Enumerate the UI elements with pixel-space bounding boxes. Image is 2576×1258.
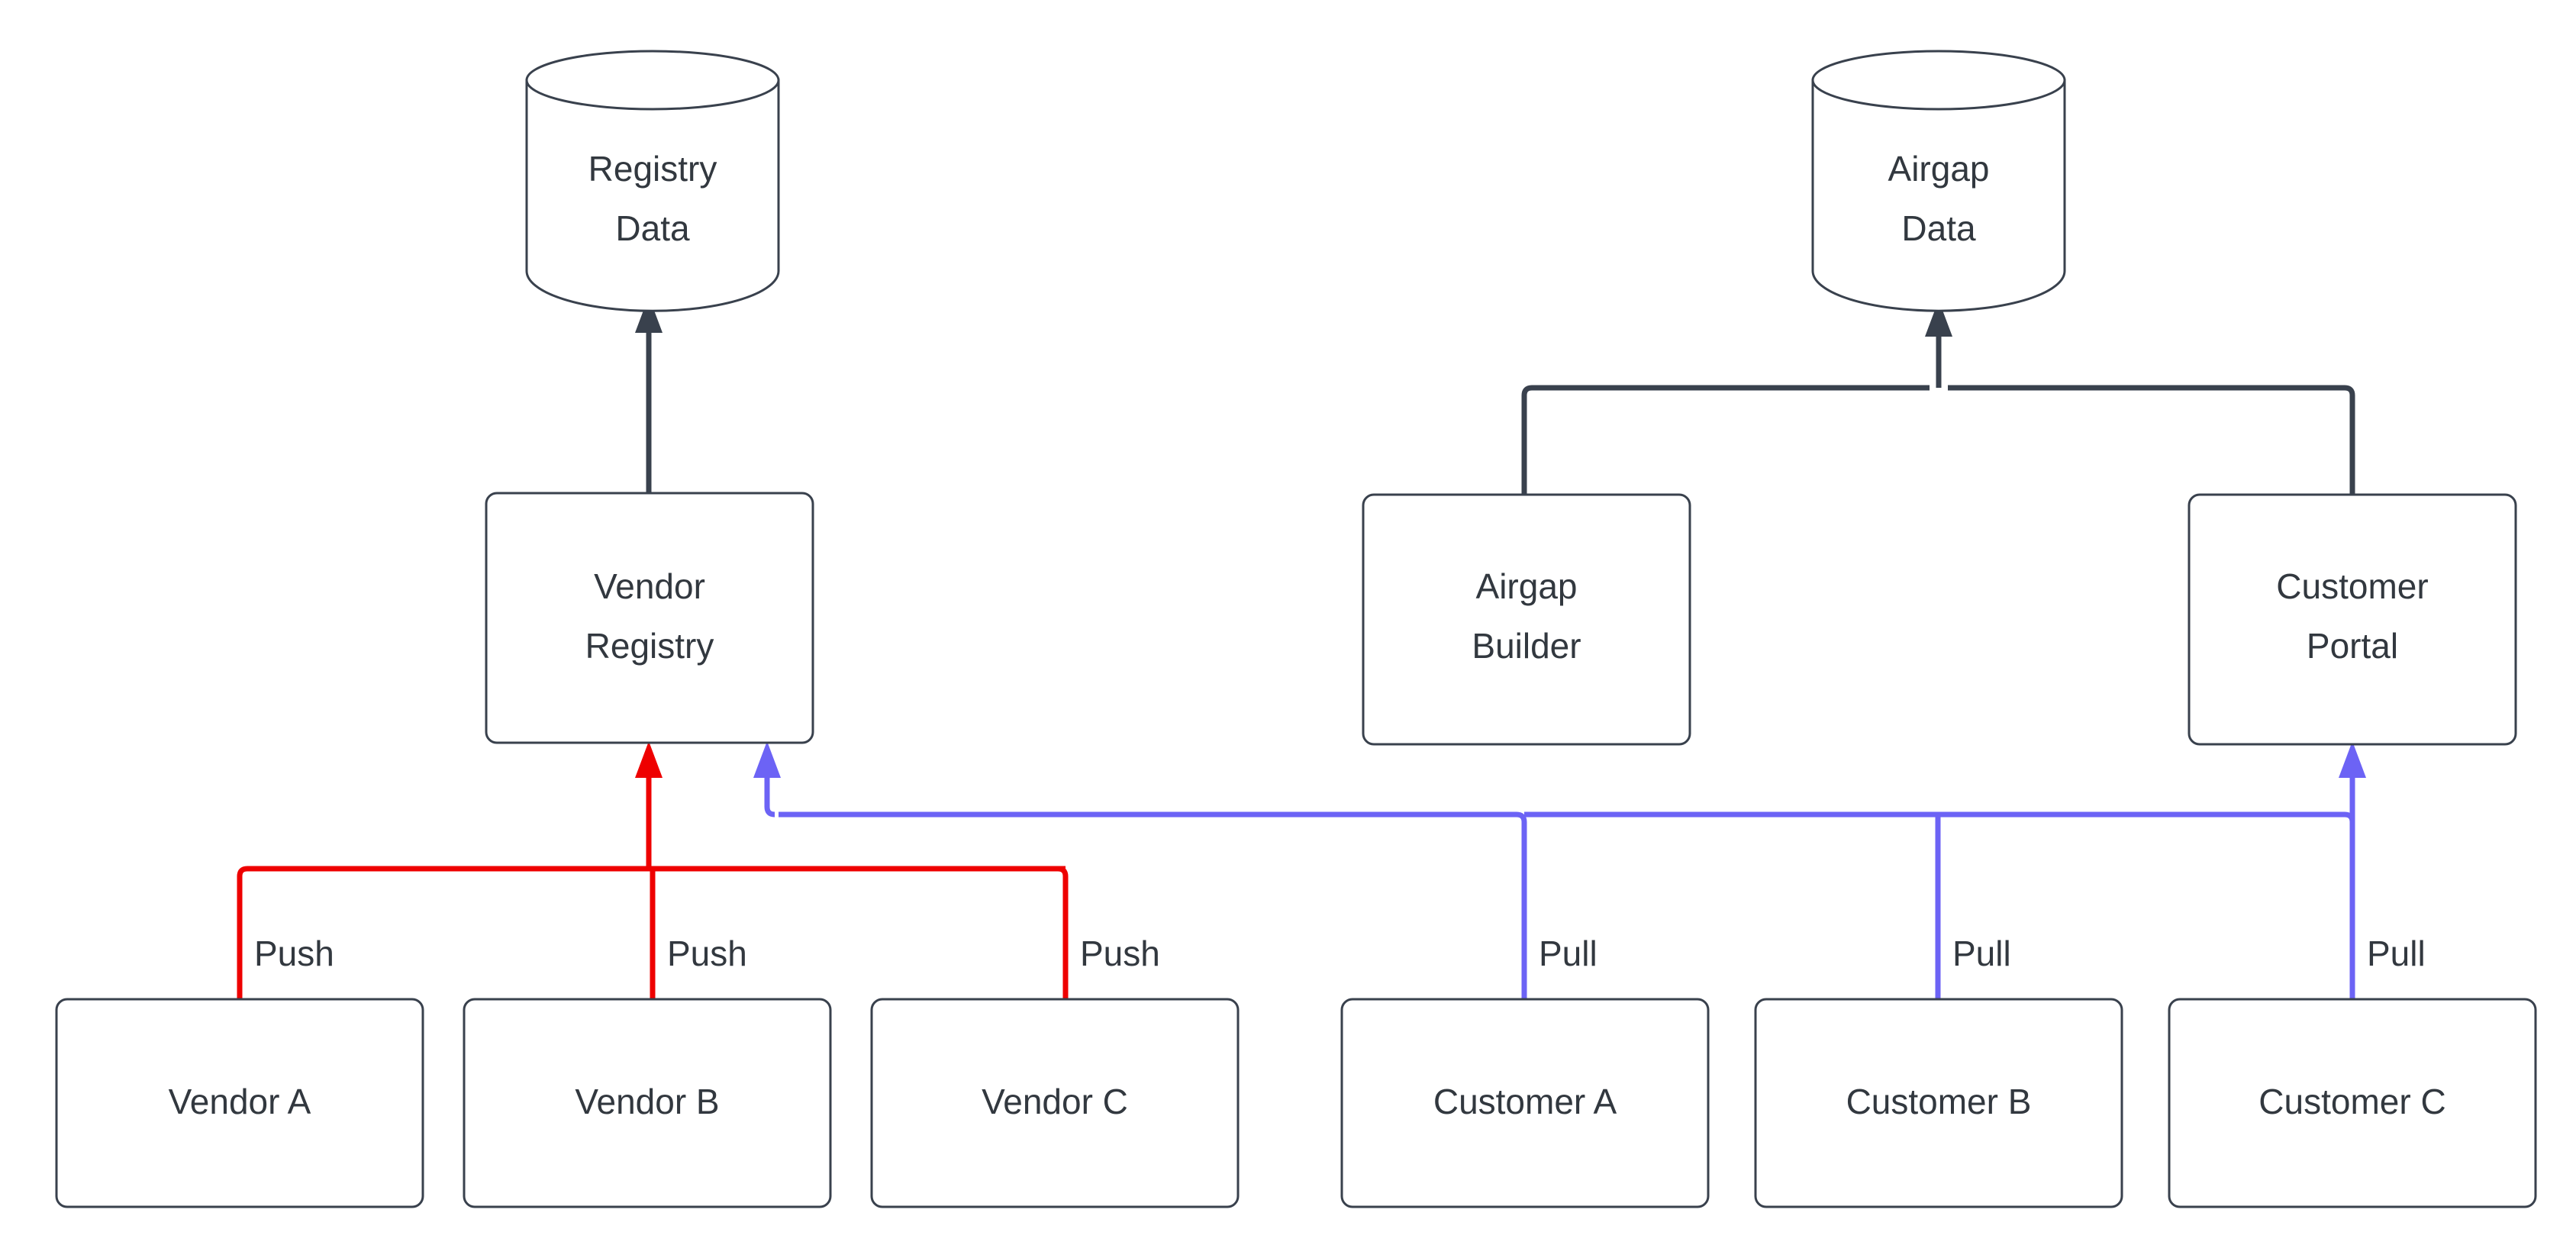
edge-airgap-builder-to-airgap-data: [1521, 385, 1930, 495]
actor-customer-c-label: Customer C: [2258, 1082, 2445, 1121]
actor-customer-a-label: Customer A: [1433, 1082, 1617, 1121]
actor-vendor-b[interactable]: Vendor B: [463, 998, 832, 1208]
actor-vendor-a-label: Vendor A: [169, 1082, 311, 1121]
edge-label-pull-customer-b: Pull: [1952, 934, 2011, 973]
edge-push-bus: [237, 741, 1069, 999]
service-customer-portal[interactable]: Customer Portal: [2188, 493, 2517, 746]
service-vendor-registry-label-line2: Registry: [585, 626, 714, 666]
datastore-registry-data-label-line2: Data: [615, 208, 690, 248]
service-vendor-registry[interactable]: Vendor Registry: [485, 492, 814, 744]
edge-label-push-vendor-a: Push: [254, 934, 334, 973]
edge-airgap-data-riser: [1925, 300, 1952, 388]
service-customer-portal-label-line1: Customer: [2276, 566, 2428, 606]
actor-vendor-c-label: Vendor C: [982, 1082, 1128, 1121]
service-airgap-builder-label-line2: Builder: [1472, 626, 1581, 666]
edge-customer-portal-to-airgap-data: [1948, 385, 2355, 495]
edge-label-pull-customer-a: Pull: [1539, 934, 1598, 973]
actor-customer-a[interactable]: Customer A: [1340, 998, 1710, 1208]
datastore-airgap-data[interactable]: Airgap Data: [1811, 50, 2066, 312]
actor-vendor-b-label: Vendor B: [575, 1082, 719, 1121]
actor-vendor-c[interactable]: Vendor C: [870, 998, 1240, 1208]
datastore-airgap-data-label-line2: Data: [1901, 208, 1976, 248]
edge-label-push-vendor-c: Push: [1080, 934, 1160, 973]
datastore-registry-data[interactable]: Registry Data: [525, 50, 780, 312]
service-vendor-registry-label-line1: Vendor: [594, 566, 705, 606]
edge-pull-customer-c: [1938, 741, 2366, 999]
actor-customer-c[interactable]: Customer C: [2168, 998, 2537, 1208]
edge-vendor-registry-to-registry-data: [635, 296, 663, 493]
actor-vendor-a[interactable]: Vendor A: [55, 998, 424, 1208]
datastore-registry-data-label-line1: Registry: [588, 149, 717, 189]
actor-customer-b-label: Customer B: [1846, 1082, 2032, 1121]
service-airgap-builder-label-line1: Airgap: [1476, 566, 1578, 606]
actor-customer-b[interactable]: Customer B: [1754, 998, 2123, 1208]
service-airgap-builder[interactable]: Airgap Builder: [1362, 493, 1691, 746]
edge-label-push-vendor-b: Push: [667, 934, 747, 973]
edge-label-pull-customer-c: Pull: [2367, 934, 2426, 973]
service-customer-portal-label-line2: Portal: [2307, 626, 2398, 666]
datastore-airgap-data-label-line1: Airgap: [1888, 149, 1990, 189]
